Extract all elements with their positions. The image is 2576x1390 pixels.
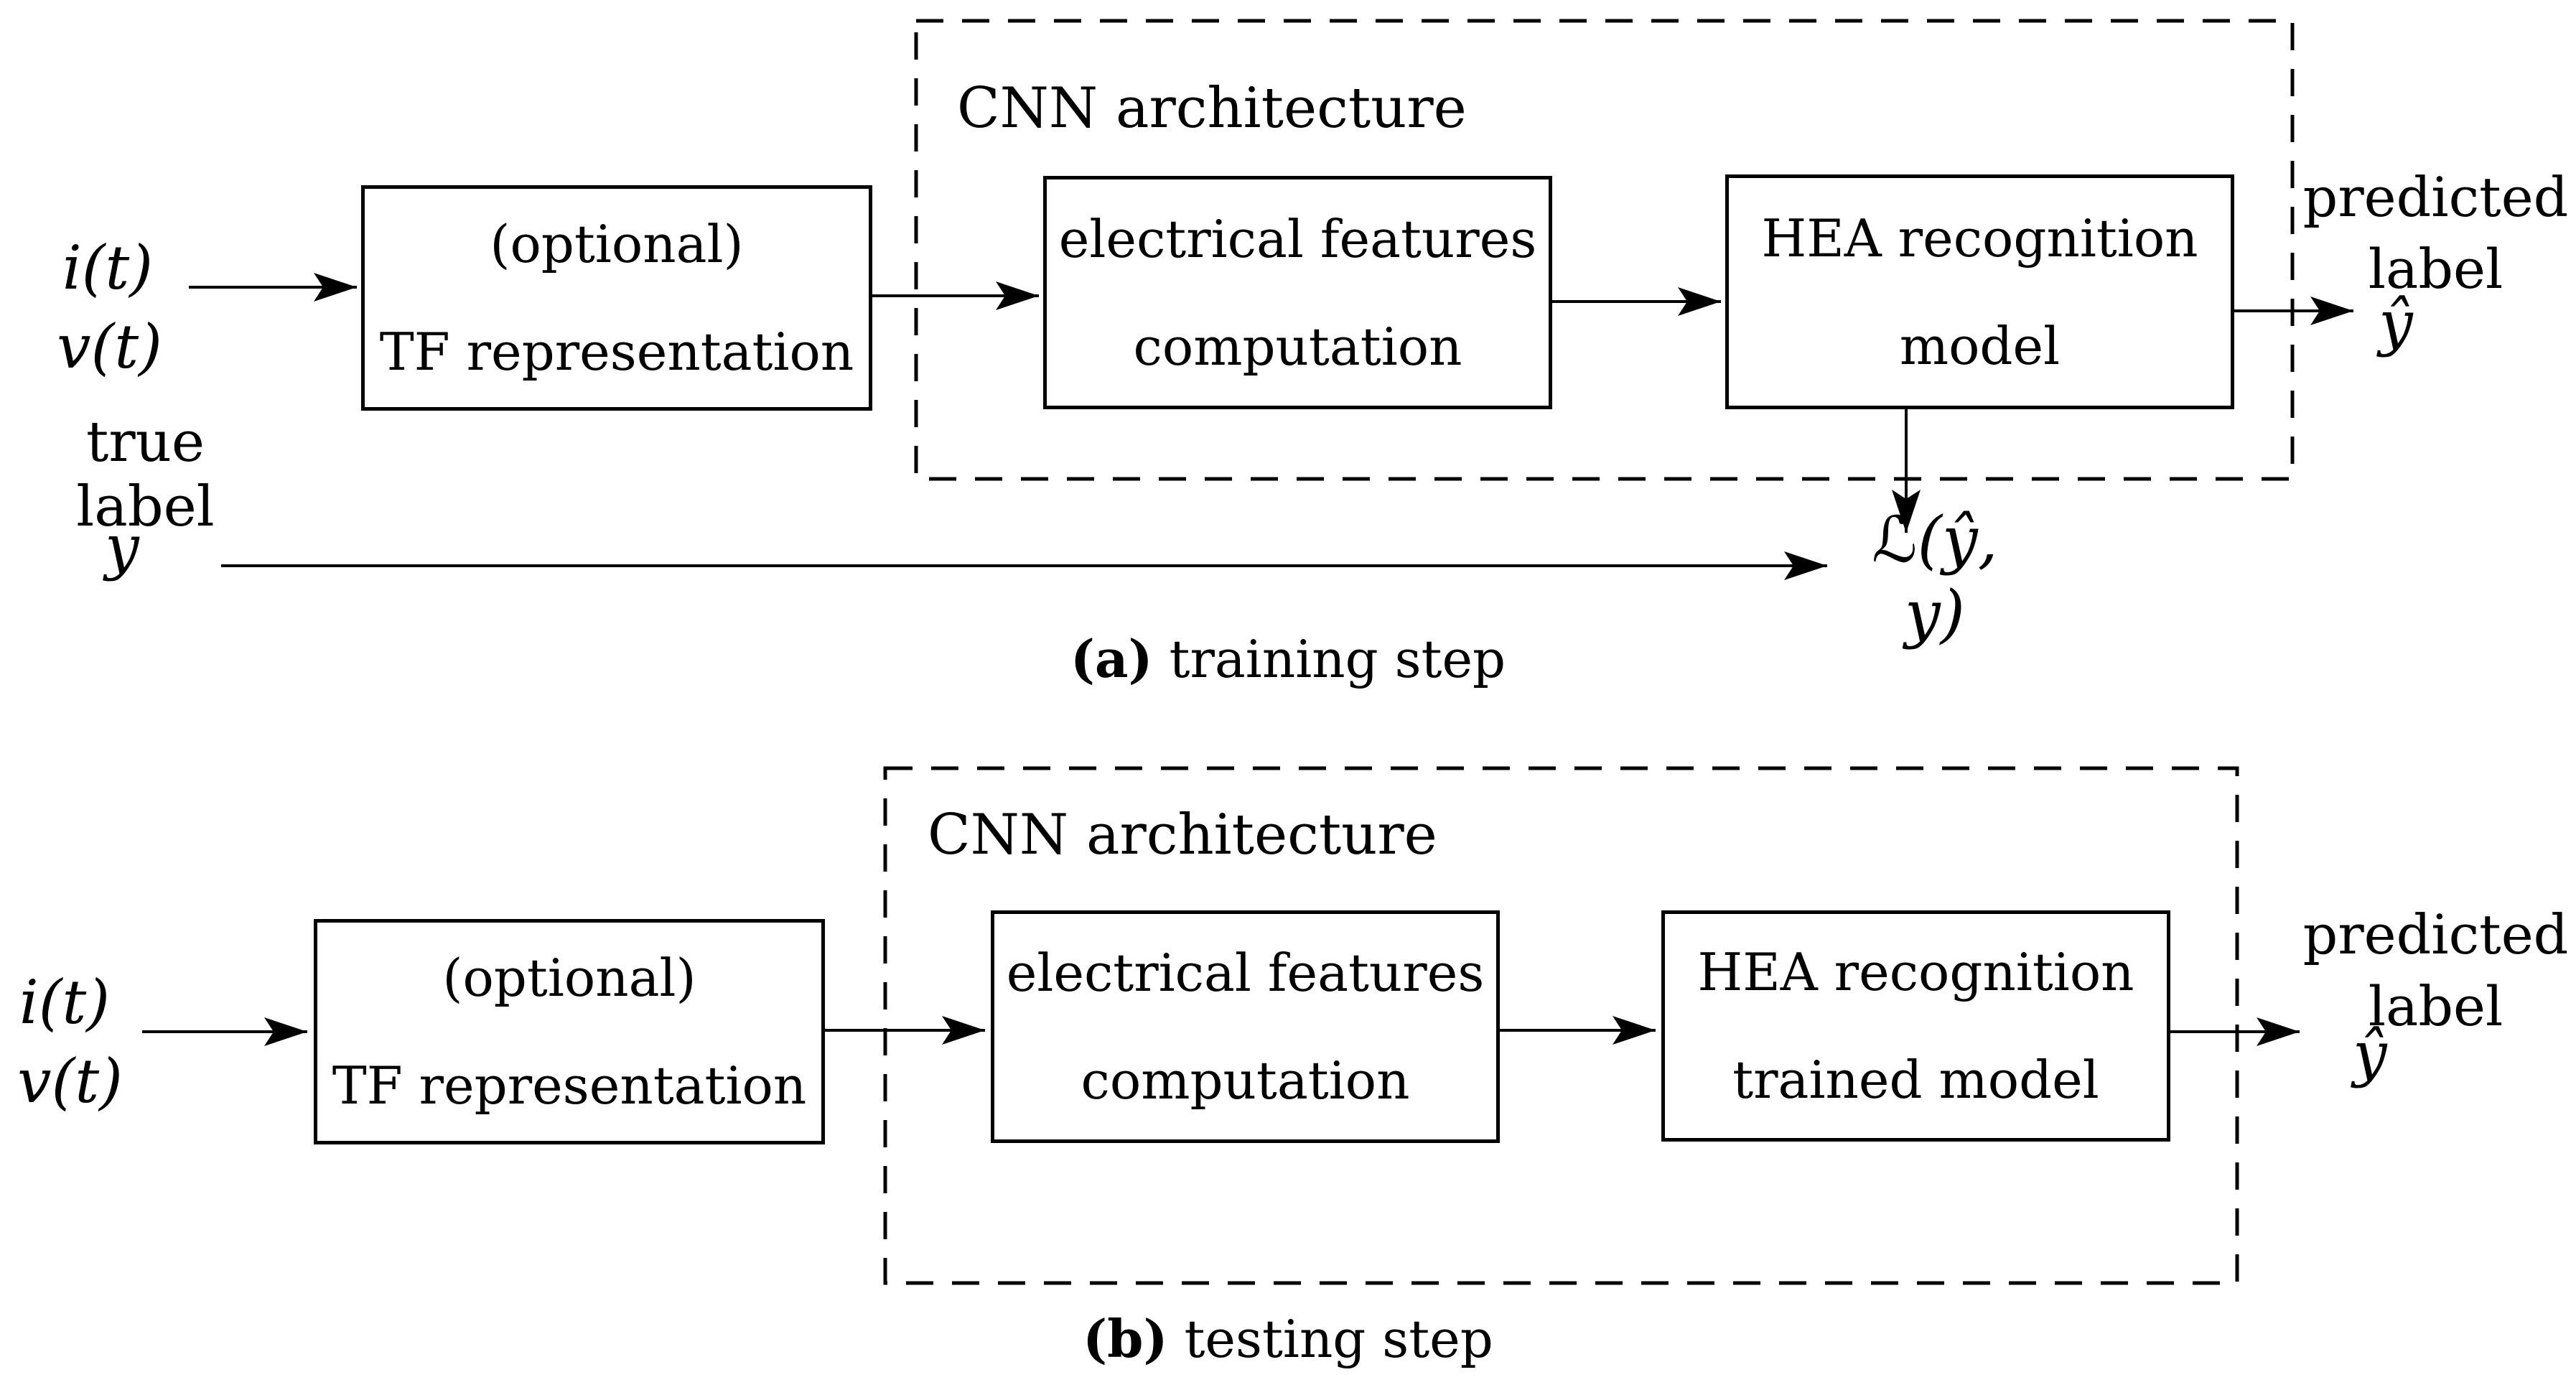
loss-function-label-a: ℒ(ŷ, y) [1872, 503, 1998, 650]
input-current-label-a: i(t) [62, 232, 154, 303]
caption-a-text: training step [1169, 629, 1506, 689]
diagram-b-connectors [142, 766, 2300, 1285]
caption-b-text: testing step [1184, 1309, 1493, 1369]
caption-a-marker: (a) [1070, 628, 1153, 689]
diagram-a-connectors [189, 19, 2353, 580]
electrical-features-box-a: electrical features computation [1043, 176, 1552, 409]
input-voltage-label-b: v(t) [17, 1045, 123, 1116]
caption-a: (a) training step [929, 628, 1647, 690]
cnn-architecture-label-a: CNN architecture [957, 76, 1467, 141]
input-current-label-b: i(t) [19, 966, 111, 1037]
tf-representation-box-a: (optional) TF representation [361, 185, 872, 411]
cnn-architecture-label-b: CNN architecture [928, 803, 1437, 867]
caption-b: (b) testing step [929, 1308, 1647, 1370]
hea-recognition-model-box-a: HEA recognition model [1725, 174, 2234, 409]
caption-b-marker: (b) [1083, 1308, 1168, 1369]
tf-representation-box-b: (optional) TF representation [314, 919, 825, 1144]
predicted-symbol-b: ŷ [2353, 1019, 2387, 1089]
predicted-symbol-a: ŷ [2379, 288, 2413, 358]
true-label-symbol-a: y [105, 512, 139, 582]
input-voltage-label-a: v(t) [57, 311, 162, 382]
electrical-features-box-b: electrical features computation [991, 910, 1500, 1143]
predicted-label-text-a: predicted label [2302, 165, 2569, 301]
hea-trained-model-box-b: HEA recognition trained model [1661, 910, 2170, 1142]
predicted-label-text-b: predicted label [2302, 902, 2569, 1038]
true-label-text-a: true label [76, 409, 215, 539]
cnn-dashed-box-b [883, 766, 2239, 1285]
